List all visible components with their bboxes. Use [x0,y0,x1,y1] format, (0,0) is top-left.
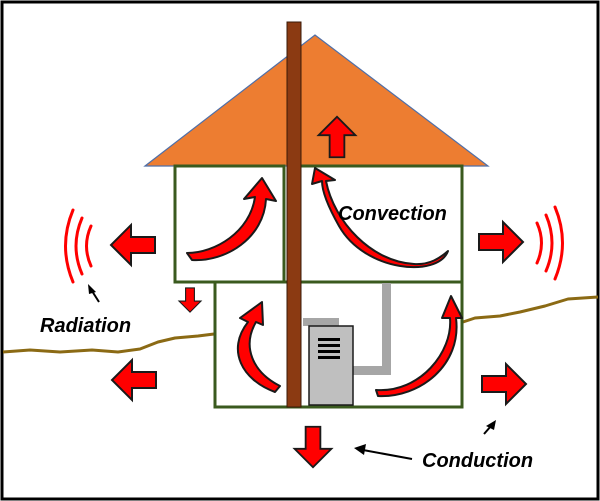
curved-arrow-icon [311,167,449,269]
convection-arrows [186,167,463,398]
curved-arrow-icon [375,295,463,398]
furnace-icon [308,325,354,406]
furnace-flue [303,283,391,375]
convection-label: Convection [338,203,447,225]
curved-arrow-icon [237,301,281,393]
pointer-arrows [88,284,496,460]
chimney-icon [286,21,302,408]
ground-line [2,295,599,354]
radiation-label: Radiation [40,315,131,337]
conduction-label: Conduction [422,450,533,472]
radiation-waves-icon [64,208,93,284]
radiation-waves-icon [535,205,564,281]
curved-arrow-icon [186,177,277,262]
